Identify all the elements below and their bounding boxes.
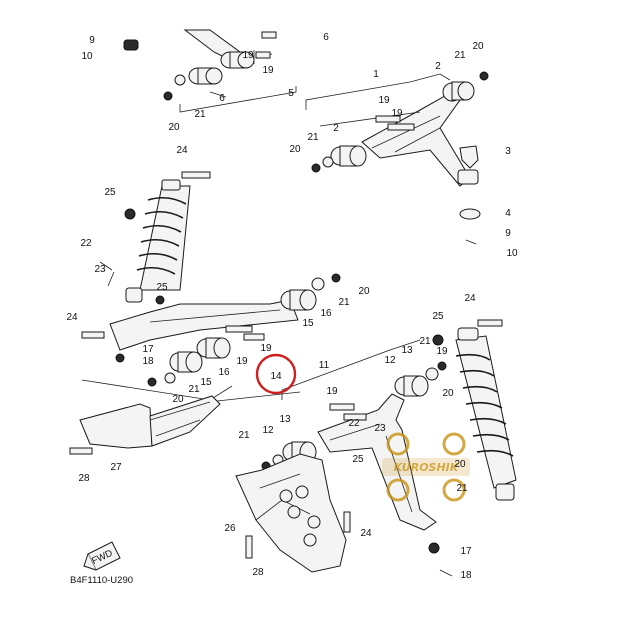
callout-24: 24: [176, 145, 188, 156]
callout-19: 19: [326, 386, 338, 397]
callout-19: 19: [242, 50, 254, 61]
highlight-circle-part-14: [255, 353, 297, 395]
callout-15: 15: [302, 318, 314, 329]
callout-20: 20: [289, 144, 301, 155]
rear-upper-arm-top: [123, 29, 297, 113]
callout-1: 1: [373, 69, 379, 80]
callout-20: 20: [172, 394, 184, 405]
callout-25: 25: [156, 282, 168, 293]
callout-14: 14: [270, 371, 282, 382]
callout-12: 12: [384, 355, 396, 366]
callout-25: 25: [104, 187, 116, 198]
callout-19: 19: [436, 346, 448, 357]
callout-28: 28: [78, 473, 90, 484]
callout-19: 19: [378, 95, 390, 106]
callout-24: 24: [66, 312, 78, 323]
front-upper-arm: [305, 71, 489, 245]
callout-5: 5: [288, 88, 294, 99]
front-shock-absorber-right: [432, 319, 517, 501]
callout-17: 17: [460, 546, 472, 557]
callout-21: 21: [238, 430, 250, 441]
callout-21: 21: [194, 109, 206, 120]
callout-15: 15: [200, 377, 212, 388]
watermark-text: KUROSHIK: [394, 461, 460, 474]
fwd-direction-arrow: FWD: [83, 541, 121, 571]
callout-22: 22: [80, 238, 92, 249]
callout-22: 22: [348, 418, 360, 429]
callout-19: 19: [236, 356, 248, 367]
callout-27: 27: [110, 462, 122, 473]
callout-20: 20: [454, 459, 466, 470]
callout-26: 26: [224, 523, 236, 534]
callout-6: 6: [323, 32, 329, 43]
callout-24: 24: [360, 528, 372, 539]
callout-18: 18: [460, 570, 472, 581]
callout-13: 13: [279, 414, 291, 425]
callout-25: 25: [352, 454, 364, 465]
callout-6: 6: [219, 93, 225, 104]
rear-shock-absorber-left: [99, 171, 211, 305]
callout-28: 28: [252, 567, 264, 578]
callout-19: 19: [262, 65, 274, 76]
callout-10: 10: [81, 51, 93, 62]
callout-12: 12: [262, 425, 274, 436]
callout-23: 23: [374, 423, 386, 434]
callout-20: 20: [442, 388, 454, 399]
callout-24: 24: [464, 293, 476, 304]
callout-21: 21: [456, 483, 468, 494]
callout-25: 25: [432, 311, 444, 322]
callout-4: 4: [505, 208, 511, 219]
callout-21: 21: [188, 384, 200, 395]
callout-20: 20: [472, 41, 484, 52]
callout-20: 20: [168, 122, 180, 133]
callout-21: 21: [419, 336, 431, 347]
callout-16: 16: [320, 308, 332, 319]
callout-21: 21: [454, 50, 466, 61]
protector-guard-left: [69, 395, 221, 455]
callout-21: 21: [338, 297, 350, 308]
rear-lower-arm: [81, 273, 341, 403]
callout-16: 16: [218, 367, 230, 378]
callout-9: 9: [89, 35, 95, 46]
callout-19: 19: [260, 343, 272, 354]
callout-23: 23: [94, 264, 106, 275]
protector-guard-right: [235, 453, 351, 573]
callout-21: 21: [307, 132, 319, 143]
callout-17: 17: [142, 344, 154, 355]
callout-2: 2: [435, 61, 441, 72]
callout-9: 9: [505, 228, 511, 239]
callout-13: 13: [401, 345, 413, 356]
callout-11: 11: [319, 360, 330, 371]
callout-3: 3: [505, 146, 511, 157]
callout-18: 18: [142, 356, 154, 367]
callout-20: 20: [358, 286, 370, 297]
callout-10: 10: [506, 248, 518, 259]
diagram-code: B4F1110-U290: [70, 575, 133, 586]
callout-19: 19: [391, 108, 403, 119]
kuroshik-watermark-logo: KUROSHIK: [382, 432, 470, 502]
callout-2: 2: [333, 123, 339, 134]
